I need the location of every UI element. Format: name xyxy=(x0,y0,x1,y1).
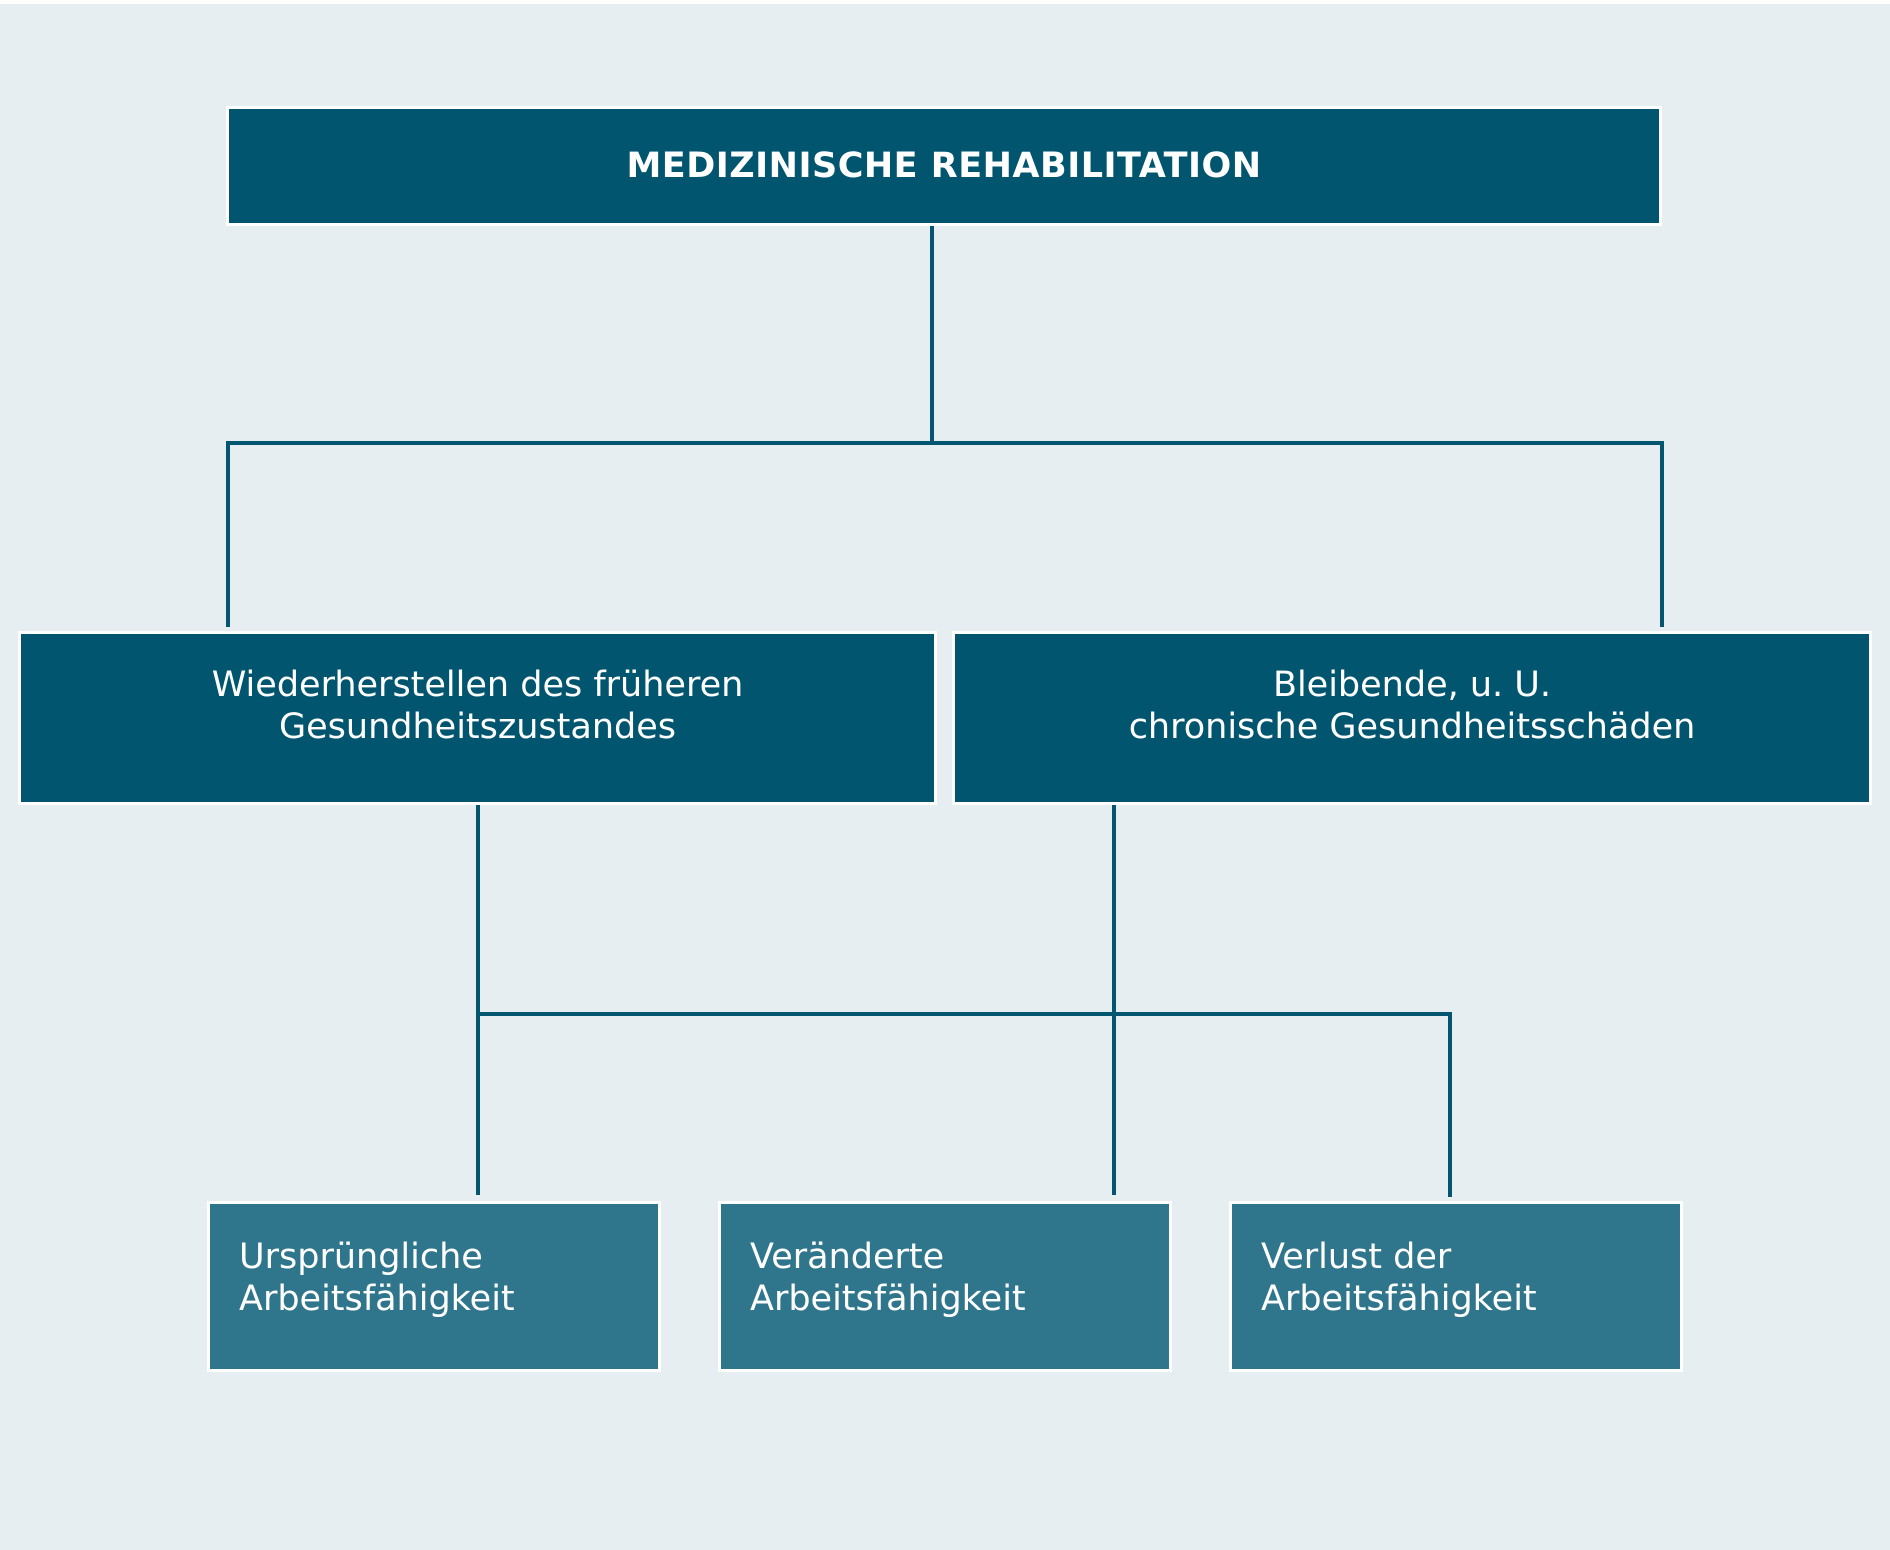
node-urspruengliche-arbeitsfaehigkeit: Ursprüngliche Arbeitsfähigkeit xyxy=(207,1201,661,1372)
connector-outcome-branch xyxy=(478,1012,1452,1197)
root-node-label: MEDIZINISCHE REHABILITATION xyxy=(626,146,1262,186)
node-veraenderte-arbeitsfaehigkeit: Veränderte Arbeitsfähigkeit xyxy=(718,1201,1172,1372)
node-verlust-arbeitsfaehigkeit: Verlust der Arbeitsfähigkeit xyxy=(1229,1201,1683,1372)
node-wiederherstellen-label: Wiederherstellen des früheren Gesundheit… xyxy=(211,665,744,747)
connector-lines xyxy=(226,222,1664,1197)
diagram-canvas: MEDIZINISCHE REHABILITATION Wiederherste… xyxy=(0,4,1890,1550)
connector-level1-branch xyxy=(226,441,1664,627)
node-bleibende-schaeden-label: Bleibende, u. U. chronische Gesundheitss… xyxy=(1128,665,1696,747)
node-urspruengliche-label: Ursprüngliche Arbeitsfähigkeit xyxy=(239,1237,515,1319)
node-wiederherstellen: Wiederherstellen des früheren Gesundheit… xyxy=(18,631,937,805)
node-verlust-label: Verlust der Arbeitsfähigkeit xyxy=(1261,1237,1537,1319)
root-node-medizinische-rehabilitation: MEDIZINISCHE REHABILITATION xyxy=(226,106,1662,226)
node-bleibende-schaeden: Bleibende, u. U. chronische Gesundheitss… xyxy=(952,631,1872,805)
node-veraenderte-label: Veränderte Arbeitsfähigkeit xyxy=(750,1237,1026,1319)
